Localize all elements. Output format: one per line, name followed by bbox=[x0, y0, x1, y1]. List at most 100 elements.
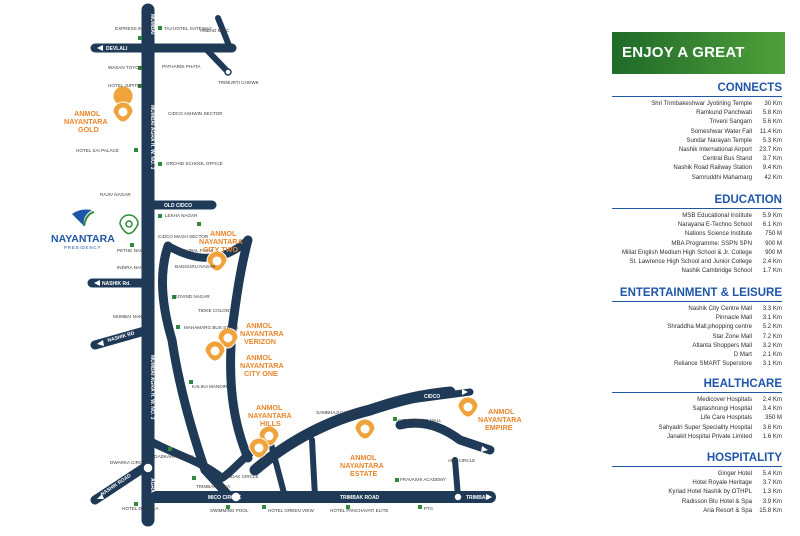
project-empire-line1: ANMOL bbox=[488, 407, 515, 416]
label-agra: AGRA bbox=[149, 478, 155, 493]
project-verizon: ANMOL NAYANTARA VERIZON bbox=[240, 321, 284, 346]
label-mico-circle: MICO CIRCLE bbox=[208, 495, 242, 501]
label-wasan-toyota: WASAN TOYOTA bbox=[108, 65, 145, 70]
place-name: Nashik Cambridge School bbox=[681, 267, 752, 275]
project-city-one-line2: NAYANTARA bbox=[240, 361, 284, 370]
project-estate-line1: ANMOL bbox=[350, 453, 377, 462]
map-labels: EXPRESS INN TAJ HOTEL GATEWAY AMBAD MIDC… bbox=[76, 14, 489, 513]
project-city-two-line1: ANMOL bbox=[210, 229, 237, 238]
nashik-road-sw bbox=[90, 460, 153, 505]
arrow-devlali bbox=[97, 45, 103, 51]
place-distance: 750 M bbox=[765, 230, 782, 238]
project-gold: ANMOL NAYANTARA GOLD bbox=[64, 109, 108, 134]
label-govind: GOVIND NAGAR bbox=[174, 294, 210, 299]
place-distance: 3.4 Km bbox=[762, 405, 782, 413]
place-distance: 23.7 Km bbox=[759, 146, 782, 154]
place-name: Sundar Narayan Temple bbox=[686, 136, 752, 144]
project-pins bbox=[112, 85, 479, 459]
section-divider bbox=[612, 466, 782, 467]
landmark-fravashi bbox=[395, 478, 399, 482]
section-divider bbox=[612, 208, 782, 209]
empire-road bbox=[395, 418, 495, 455]
road-arrows bbox=[94, 45, 492, 500]
ambad-midc-road bbox=[215, 15, 233, 51]
list-item: Sundar Narayan Temple 5.3 Km bbox=[612, 136, 782, 145]
pin-icon-estate bbox=[354, 418, 376, 440]
label-mumbai-naka: MUMBAI NAKA bbox=[113, 314, 146, 319]
label-cidco-ashwin: CIDCO ASHWIN SECTOR bbox=[168, 111, 223, 116]
label-cidco: CIDCO bbox=[424, 394, 440, 400]
place-distance: 1.3 Km bbox=[762, 488, 782, 496]
place-name: Atlanta Shoppers Mall bbox=[692, 341, 752, 349]
label-badguru: BADGURU NAGAR bbox=[175, 264, 216, 269]
landmark-swimming bbox=[226, 505, 230, 509]
landmark-city-center bbox=[393, 417, 397, 421]
circle-mico bbox=[230, 491, 242, 503]
place-distance: 1.6 Km bbox=[762, 432, 782, 440]
landmark-wasan bbox=[138, 66, 142, 70]
circle-dwarka bbox=[142, 462, 154, 474]
circle-trimurti bbox=[224, 68, 232, 76]
pin-icon-gold bbox=[112, 85, 134, 123]
place-distance: 5.3 Km bbox=[762, 136, 782, 144]
landmark-jupiter bbox=[138, 84, 142, 88]
place-name: D Mart bbox=[733, 351, 752, 359]
label-express-inn: EXPRESS INN bbox=[115, 26, 146, 31]
label-devlali: DEVLALI bbox=[106, 46, 128, 52]
label-swimming: SWIMMING POOL bbox=[210, 508, 249, 513]
label-green-view: HOTEL GREEN VIEW bbox=[268, 508, 314, 513]
section-heading: HEALTHCARE bbox=[703, 378, 782, 390]
place-distance: 3.6 Km bbox=[762, 423, 782, 431]
project-estate: ANMOL NAYANTARA ESTATE bbox=[340, 453, 384, 478]
place-name: Pinnacle Mall bbox=[715, 314, 752, 322]
label-indira: INDIRA NAGAR bbox=[117, 265, 151, 270]
place-name: Reliance SMART Superstore bbox=[673, 360, 752, 368]
label-trimurti-chowk: TRIMURTI CHOWK bbox=[218, 80, 260, 85]
arrow-trimbak bbox=[486, 494, 492, 500]
landmark-green-view bbox=[262, 505, 266, 509]
place-name: Nations Science Institute bbox=[684, 230, 752, 238]
project-city-two: ANMOL NAYANTARA CITY TWO bbox=[199, 229, 243, 254]
label-mumbai-agra-hw: MUMBAI AGRA H. W. NO. 3 bbox=[149, 105, 155, 170]
landmark-ptc bbox=[418, 505, 422, 509]
label-trimbak-road: TRIMBAK ROAD bbox=[340, 495, 380, 501]
location-pin-icon bbox=[119, 214, 139, 235]
project-gold-line2: NAYANTARA bbox=[64, 117, 108, 126]
logo-mark-icon bbox=[72, 209, 92, 226]
place-distance: 5.4 Km bbox=[762, 470, 782, 477]
project-verizon-line1: ANMOL bbox=[246, 321, 273, 330]
label-ambad-midc: AMBAD MIDC bbox=[200, 28, 230, 33]
place-name: Radisson Blu Hotel & Spa bbox=[681, 497, 752, 505]
abb-road bbox=[452, 457, 461, 500]
project-city-two-line2: NAYANTARA bbox=[199, 237, 243, 246]
label-hotel-sai-palace: HOTEL SAI PALACE bbox=[76, 148, 119, 153]
section-heading: HOSPITALITY bbox=[706, 452, 782, 464]
arrow-empire bbox=[481, 446, 488, 452]
project-hills-line2: NAYANTARA bbox=[248, 411, 292, 420]
place-name: Life Care Hospitals bbox=[700, 414, 752, 422]
place-name: Saptashrungi Hospital bbox=[692, 405, 752, 413]
label-lekha-nagar: LEKHA NAGAR bbox=[165, 213, 198, 218]
place-name: Ramkund Panchwati bbox=[696, 109, 752, 117]
pin-icon-city-two bbox=[206, 250, 228, 272]
project-verizon-line2: NAYANTARA bbox=[240, 329, 284, 338]
place-distance: 3.2 Km bbox=[762, 341, 782, 349]
place-name: Nashik City Centre Mall bbox=[688, 305, 752, 312]
label-old-cidco: OLD CIDCO bbox=[164, 203, 192, 209]
list-item: Nations Science Institute 750 M bbox=[612, 229, 782, 238]
